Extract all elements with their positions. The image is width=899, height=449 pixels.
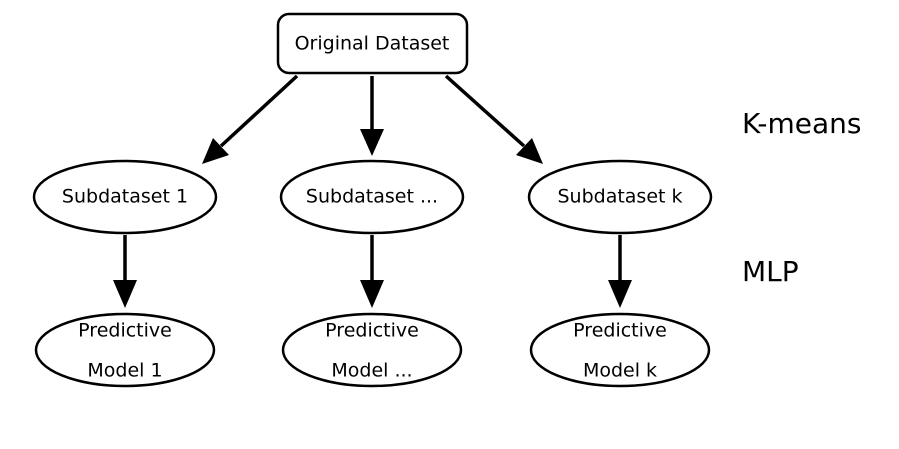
model-node-middle-label-line1: Predictive	[325, 320, 419, 342]
model-node-middle-label-line2: Model ...	[331, 360, 412, 382]
edge-subdataset-1-to-model-1	[113, 235, 137, 308]
model-node-1-label-line2: Model 1	[87, 360, 162, 382]
edge-root-to-subdataset-1	[202, 74, 299, 164]
subdataset-node-1-shape	[32, 159, 218, 235]
root-node-box	[276, 12, 469, 75]
subdataset-node-middle: Subdataset ...	[279, 159, 465, 235]
edge-root-to-subdataset-k	[444, 74, 543, 164]
edge-subdataset-middle-to-model-middle	[360, 235, 384, 308]
edge-subdataset-k-to-model-k	[608, 235, 632, 308]
subdataset-node-middle-label: Subdataset ...	[306, 186, 438, 208]
model-node-k-shape	[529, 312, 711, 388]
subdataset-node-middle-shape	[279, 159, 465, 235]
model-node-k-label-line1: Predictive	[573, 320, 667, 342]
model-node-k-label-line2: Model k	[583, 360, 657, 382]
subdataset-node-k: Subdataset k	[527, 159, 713, 235]
edge-root-to-subdataset-middle	[360, 76, 384, 156]
model-node-middle-shape	[281, 312, 463, 388]
root-node: Original Dataset	[276, 12, 469, 75]
model-node-k: Predictive Model k	[529, 312, 711, 388]
stage-label-clustering: K-means	[742, 107, 862, 140]
model-node-1-shape	[34, 312, 216, 388]
model-node-1-label-line1: Predictive	[78, 320, 172, 342]
model-node-1: Predictive Model 1	[34, 312, 216, 388]
subdataset-node-k-shape	[527, 159, 713, 235]
subdataset-node-1: Subdataset 1	[32, 159, 218, 235]
model-node-middle: Predictive Model ...	[281, 312, 463, 388]
root-node-label: Original Dataset	[295, 33, 450, 55]
subdataset-node-1-label: Subdataset 1	[62, 186, 188, 208]
subdataset-node-k-label: Subdataset k	[557, 186, 682, 208]
stage-label-modeling: MLP	[742, 255, 799, 288]
